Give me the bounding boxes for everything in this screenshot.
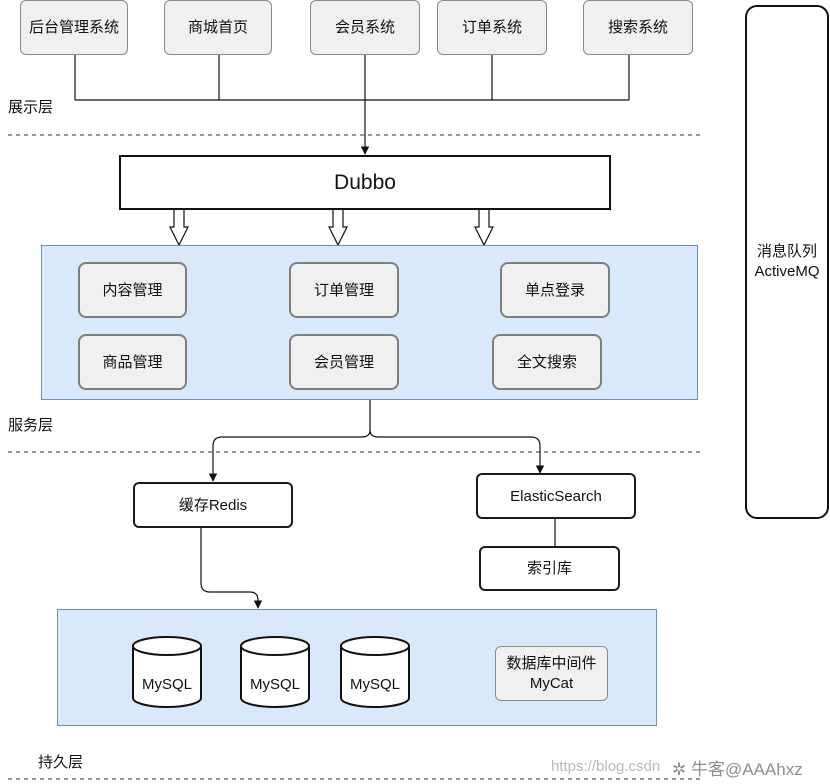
service-content[interactable]: 内容管理: [78, 262, 187, 318]
service-sso[interactable]: 单点登录: [500, 262, 610, 318]
elasticsearch-label: ElasticSearch: [510, 487, 602, 505]
redis-cache-box[interactable]: 缓存Redis: [133, 482, 293, 528]
message-queue-box[interactable]: 消息队列 ActiveMQ: [745, 5, 829, 519]
hollow-arrow-right: [474, 208, 494, 247]
mysql-cylinder-1[interactable]: [132, 636, 202, 708]
service-member-label: 会员管理: [313, 353, 374, 371]
layer-label-presentation: 展示层: [8, 99, 54, 116]
service-product-label: 商品管理: [102, 353, 163, 371]
watermark-brand-text: 牛客@AAAhxz: [690, 760, 803, 779]
mysql-label-1: MySQL: [141, 676, 192, 693]
service-fulltext-search[interactable]: 全文搜索: [492, 334, 602, 390]
service-order-label: 订单管理: [313, 281, 374, 299]
mysql-label-3: MySQL: [349, 676, 400, 693]
service-fulltext-search-label: 全文搜索: [516, 353, 577, 371]
system-order[interactable]: 订单系统: [437, 0, 547, 55]
system-order-label: 订单系统: [461, 19, 522, 36]
mycat-line1: 数据库中间件: [506, 654, 597, 672]
service-member[interactable]: 会员管理: [289, 334, 399, 390]
connector-redis-to-mysql: [200, 527, 263, 609]
elasticsearch-box[interactable]: ElasticSearch: [476, 473, 636, 519]
layer-label-persistence: 持久层: [38, 754, 84, 771]
system-admin-label: 后台管理系统: [28, 19, 119, 36]
service-order[interactable]: 订单管理: [289, 262, 399, 318]
message-queue-line2: ActiveMQ: [754, 263, 820, 280]
dubbo-service-arrows: [169, 208, 494, 247]
system-search[interactable]: 搜索系统: [583, 0, 693, 55]
system-member-label: 会员系统: [334, 19, 395, 36]
system-mall-home-label: 商城首页: [187, 19, 248, 36]
hollow-arrow-middle: [328, 208, 348, 247]
service-product[interactable]: 商品管理: [78, 334, 187, 390]
mycat-middleware-box[interactable]: 数据库中间件 MyCat: [495, 646, 608, 701]
system-member[interactable]: 会员系统: [310, 0, 420, 55]
index-library-box[interactable]: 索引库: [479, 546, 620, 591]
service-sso-label: 单点登录: [524, 281, 585, 299]
mycat-line2: MyCat: [529, 674, 574, 692]
connector-service-to-redis: [208, 400, 371, 482]
system-search-label: 搜索系统: [607, 19, 668, 36]
connector-service-to-elastic: [369, 429, 545, 474]
index-library-label: 索引库: [526, 560, 572, 577]
mysql-cylinder-2[interactable]: [240, 636, 310, 708]
system-admin[interactable]: 后台管理系统: [20, 0, 128, 55]
service-content-label: 内容管理: [102, 281, 163, 299]
presentation-bus: [74, 55, 630, 101]
redis-cache-label: 缓存Redis: [178, 496, 248, 514]
watermark-url: https://blog.csdn: [551, 758, 661, 775]
dubbo-label: Dubbo: [334, 170, 396, 194]
message-queue-line1: 消息队列: [756, 243, 817, 260]
dubbo-box[interactable]: Dubbo: [119, 155, 611, 210]
hollow-arrow-left: [169, 208, 189, 247]
layer-label-service: 服务层: [8, 417, 54, 434]
mysql-label-2: MySQL: [249, 676, 300, 693]
watermark-brand: ✲ 牛客@AAAhxz: [672, 755, 803, 780]
watermark-logo-icon: ✲: [672, 760, 691, 779]
system-mall-home[interactable]: 商城首页: [164, 0, 272, 55]
mysql-cylinder-3[interactable]: [340, 636, 410, 708]
